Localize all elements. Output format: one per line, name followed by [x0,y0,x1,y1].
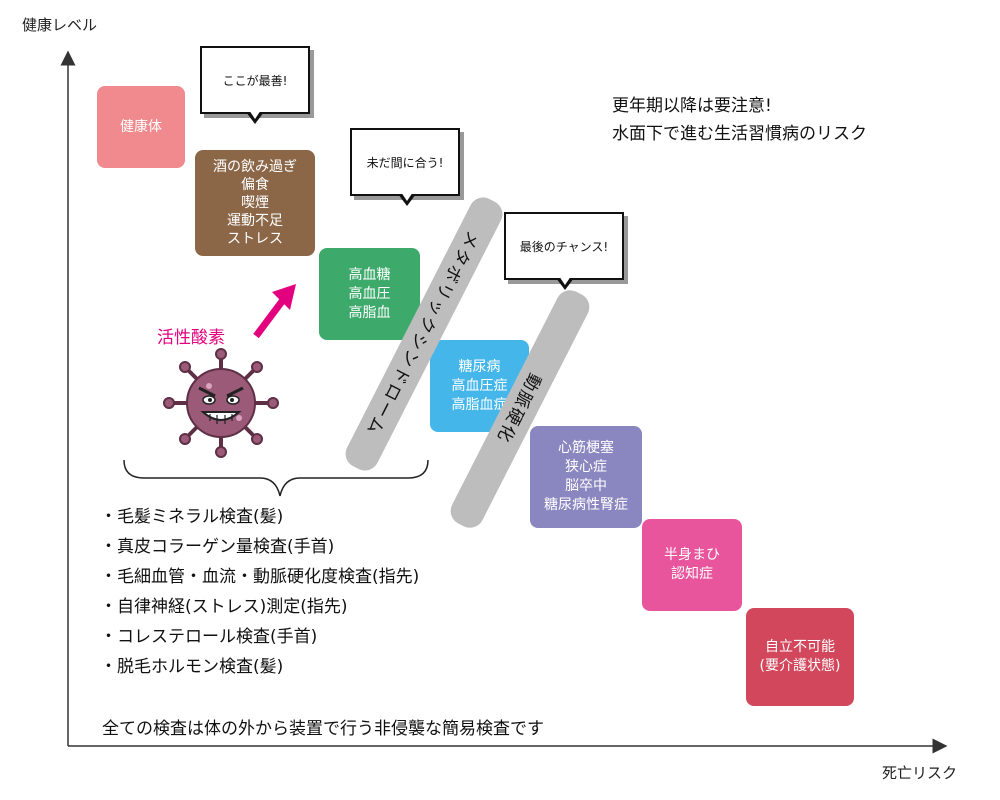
stage-line: 酒の飲み過ぎ [213,159,297,175]
stage-line: ストレス [227,231,283,247]
stage-serious: 心筋梗塞 狭心症 脳卒中 糖尿病性腎症 [530,426,642,528]
bubble-last-chance: 最後のチャンス! [504,212,624,290]
stage-line: 高血圧症 [451,377,508,394]
warning-note: 更年期以降は要注意! 水面下で進む生活習慣病のリスク [612,92,867,148]
stage-line: 偏食 [241,177,269,193]
bubble-best-text: ここが最善! [222,73,288,88]
stage-line: 自立不可能 [765,639,835,655]
test-list: ・毛髪ミネラル検査(髪) ・真皮コラーゲン量検査(手首) ・毛細血管・血流・動脈… [100,502,419,682]
x-axis-label: 死亡リスク [882,764,958,782]
bubble-best: ここが最善! [200,46,310,124]
y-axis-label: 健康レベル [22,16,98,34]
up-right-arrow-icon [253,284,296,339]
virus-icon [163,348,279,458]
stage-line: 半身まひ [664,547,720,563]
stage-line: 糖尿病 [458,358,501,375]
stage-line: 糖尿病性腎症 [544,497,628,513]
stage-line: 高脂血症 [451,396,508,413]
stage-line: (要介護状態) [759,658,841,674]
stage-line: 高血圧 [348,285,391,302]
note-line-1: 更年期以降は要注意! [612,96,772,116]
stage-line: 高血糖 [348,266,391,283]
stage-healthy-label: 健康体 [120,118,162,135]
stage-habits: 酒の飲み過ぎ 偏食 喫煙 運動不足 ストレス [195,150,315,256]
list-item: ・毛髪ミネラル検査(髪) [100,507,284,527]
list-item: ・真皮コラーゲン量検査(手首) [100,537,335,557]
list-item: ・毛細血管・血流・動脈硬化度検査(指先) [100,567,420,587]
note-line-2: 水面下で進む生活習慣病のリスク [612,124,867,144]
stage-line: 認知症 [671,566,713,582]
stage-line: 狭心症 [565,459,607,475]
bubble-tail [556,276,574,290]
stage-bedridden: 自立不可能 (要介護状態) [746,608,854,706]
bubble-in-time: 未だ間に合う! [350,128,460,206]
bubble-last-chance-text: 最後のチャンス! [519,239,609,254]
active-oxygen-label: 活性酸素 [157,328,225,348]
list-item: ・脱毛ホルモン検査(髪) [100,657,284,677]
bubble-tail [398,192,416,206]
list-item: ・自律神経(ストレス)測定(指先) [100,597,348,617]
stage-healthy: 健康体 [97,86,185,168]
list-item: ・コレステロール検査(手首) [100,627,318,647]
curly-brace [123,459,429,497]
footer-note: 全ての検査は体の外から装置で行う非侵襲な簡易検査です [102,719,544,739]
stage-line: 運動不足 [227,213,283,229]
bubble-in-time-text: 未だ間に合う! [366,155,444,170]
stage-line: 心筋梗塞 [558,440,614,456]
bubble-tail [246,110,264,124]
stage-line: 喫煙 [241,195,269,211]
stage-line: 高脂血 [348,304,391,321]
stage-hemiplegia: 半身まひ 認知症 [642,519,742,611]
stage-line: 脳卒中 [565,478,607,494]
stage-prediabetes: 高血糖 高血圧 高脂血 [319,248,420,340]
